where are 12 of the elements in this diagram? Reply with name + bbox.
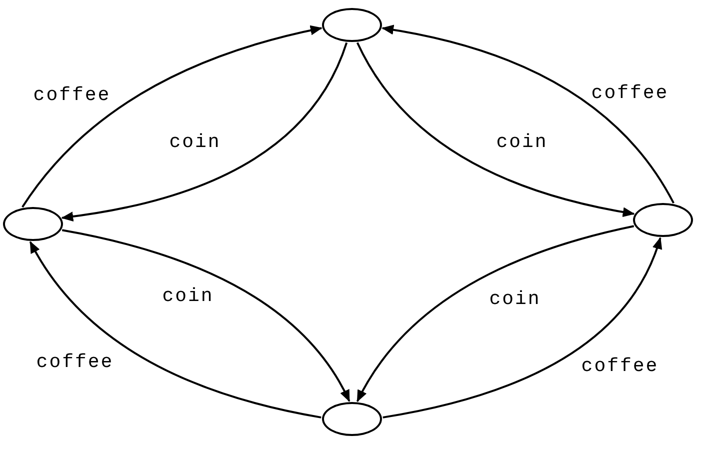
state-ellipse (322, 8, 382, 42)
transition-arrow (22, 26, 322, 208)
transition-arrow (382, 25, 674, 204)
transition-arrow (29, 241, 322, 418)
transition-arrow (382, 237, 662, 418)
transition-arrow (356, 225, 634, 402)
transition-arrow (61, 42, 348, 222)
transition-arrow (356, 42, 635, 217)
state-ellipse (322, 402, 382, 436)
state-ellipse (3, 207, 63, 241)
transition-arrow (62, 229, 350, 402)
state-ellipse (633, 203, 693, 237)
